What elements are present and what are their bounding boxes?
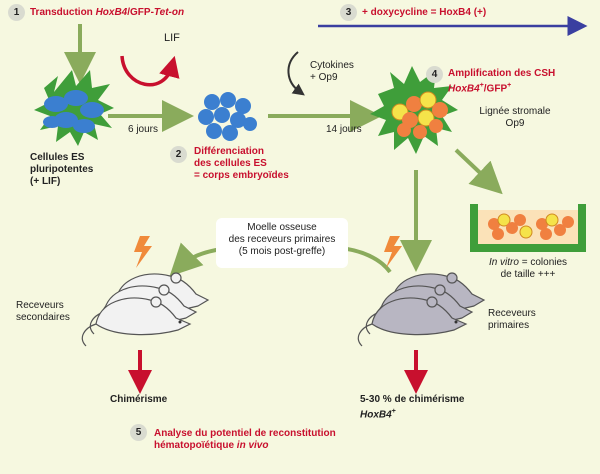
secondary-recipient-mice bbox=[81, 272, 210, 347]
step-4-label: Amplification des CSH HoxB4+/GFP+ bbox=[448, 68, 556, 95]
lif-label: LIF bbox=[164, 32, 180, 44]
secondary-recipients-label: Receveurs secondaires bbox=[16, 300, 70, 323]
primary-recipients-label: Receveurs primaires bbox=[488, 308, 536, 331]
chimerism-secondary-label: Chimérisme bbox=[110, 394, 168, 405]
stromal-line-label: Lignée stromale Op9 bbox=[479, 106, 551, 129]
chimerism-primary-label: 5-30 % de chimérisme HoxB4+ bbox=[360, 394, 465, 421]
step-number-1: 1 bbox=[8, 4, 25, 21]
petri-dish-illustration bbox=[470, 204, 586, 252]
step-number-2: 2 bbox=[170, 146, 187, 163]
duration-14-days: 14 jours bbox=[326, 124, 362, 135]
arrow-lif bbox=[120, 55, 180, 87]
step-number-4: 4 bbox=[426, 66, 443, 83]
bone-marrow-label: Moelle osseuse des receveurs primaires (… bbox=[228, 222, 336, 257]
step-5-label: Analyse du potentiel de reconstitution h… bbox=[154, 428, 336, 451]
duration-6-days: 6 jours bbox=[128, 124, 159, 135]
arrow-to-invitro bbox=[454, 148, 503, 195]
step-1-label: Transduction HoxB4/GFP-Tet-on bbox=[30, 7, 185, 18]
step-2-label: Différenciation des cellules ES = corps … bbox=[194, 146, 289, 181]
step-number-3: 3 bbox=[340, 4, 357, 21]
lightning-icon bbox=[134, 236, 152, 268]
embryoid-body-illustration bbox=[198, 92, 257, 141]
in-vitro-label: In vitro = colonies de taille +++ bbox=[488, 257, 568, 280]
lightning-icon bbox=[384, 236, 402, 268]
bone-marrow-box bbox=[216, 218, 348, 268]
es-cells-label: Cellules ES pluripotentes (+ LIF) bbox=[30, 152, 94, 187]
primary-recipient-mice bbox=[357, 272, 486, 347]
cytokines-label: Cytokines + Op9 bbox=[310, 60, 354, 83]
hsc-amplification-illustration bbox=[370, 66, 458, 154]
es-cells-illustration bbox=[34, 70, 114, 146]
arrow-cytokines bbox=[287, 51, 305, 96]
step-3-label: + doxycycline = HoxB4 (+) bbox=[362, 7, 487, 18]
step-number-5: 5 bbox=[130, 424, 147, 441]
